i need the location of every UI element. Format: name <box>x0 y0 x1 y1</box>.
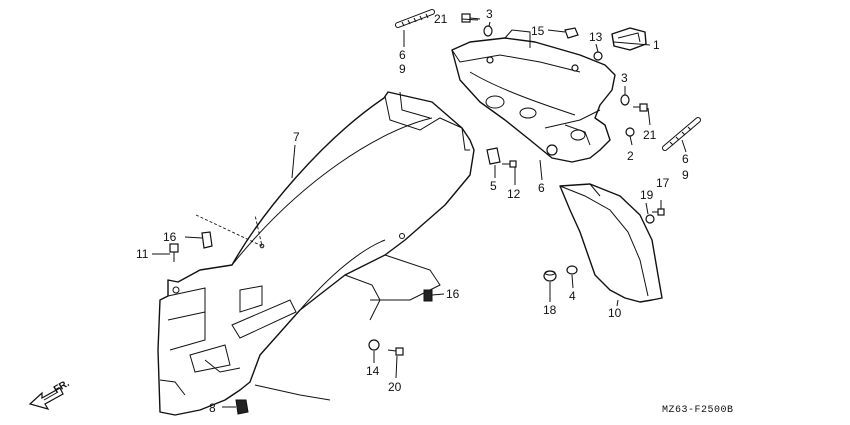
callout-14: 14 <box>366 364 380 378</box>
reflector-part-1 <box>611 27 647 51</box>
collar-4 <box>566 265 578 275</box>
callout-21-right: 21 <box>643 128 657 142</box>
stud-upper-left <box>395 9 435 28</box>
callout-1: 1 <box>653 38 660 52</box>
bolt-21-right <box>633 103 648 112</box>
rear-frame-bracket <box>451 29 616 163</box>
callout-16-lower: 16 <box>446 287 460 301</box>
clip-16-lower <box>423 289 433 302</box>
callout-3-right: 3 <box>621 71 628 85</box>
bolt-21-upper <box>461 13 481 23</box>
callout-15: 15 <box>531 24 545 38</box>
diagram-code: MZ63-F2500B <box>662 405 734 416</box>
bolt-20 <box>387 347 404 356</box>
callout-labels: 1 15 13 21 3 3 21 2 6 9 6 9 5 12 6 17 19… <box>136 7 689 415</box>
callout-20: 20 <box>388 380 402 394</box>
front-direction-arrow-icon: FR. <box>28 378 72 410</box>
callout-8: 8 <box>209 401 216 415</box>
bolt-17 <box>652 208 665 216</box>
splash-guard <box>559 183 663 303</box>
clip-5 <box>486 147 501 165</box>
callout-6-right: 6 <box>682 152 689 166</box>
clip-16-upper <box>201 231 213 249</box>
callout-2: 2 <box>627 149 634 163</box>
grommet-18 <box>543 270 557 282</box>
callout-9-right: 9 <box>682 168 689 182</box>
callout-21-upper: 21 <box>434 12 448 26</box>
callout-10: 10 <box>608 306 622 320</box>
direction-label: FR. <box>52 378 72 396</box>
bolt-11 <box>169 243 179 262</box>
callout-5: 5 <box>490 179 497 193</box>
callout-6-upper: 6 <box>399 48 406 62</box>
callout-16-upper: 16 <box>163 230 177 244</box>
callout-7: 7 <box>293 130 300 144</box>
callout-18: 18 <box>543 303 557 317</box>
washer-19 <box>645 214 655 224</box>
bolt-12 <box>502 160 517 168</box>
leader-lines <box>152 18 687 408</box>
callout-19: 19 <box>640 188 654 202</box>
callout-13: 13 <box>589 30 603 44</box>
stud-right <box>662 117 701 151</box>
callout-11: 11 <box>136 247 149 261</box>
callout-3-upper: 3 <box>486 7 493 21</box>
callout-12: 12 <box>507 187 521 201</box>
collar-2 <box>625 127 635 137</box>
callout-9-upper: 9 <box>399 62 406 76</box>
callout-6-frame: 6 <box>538 181 545 195</box>
callout-17: 17 <box>656 176 670 190</box>
collar-3-right <box>620 94 630 106</box>
grommet-14 <box>368 339 380 351</box>
clip-8 <box>235 399 249 415</box>
collar-3-upper <box>483 25 493 37</box>
nut-13 <box>593 51 603 61</box>
grommet-15 <box>564 27 579 39</box>
callout-4: 4 <box>569 289 576 303</box>
rear-fender <box>157 91 475 416</box>
